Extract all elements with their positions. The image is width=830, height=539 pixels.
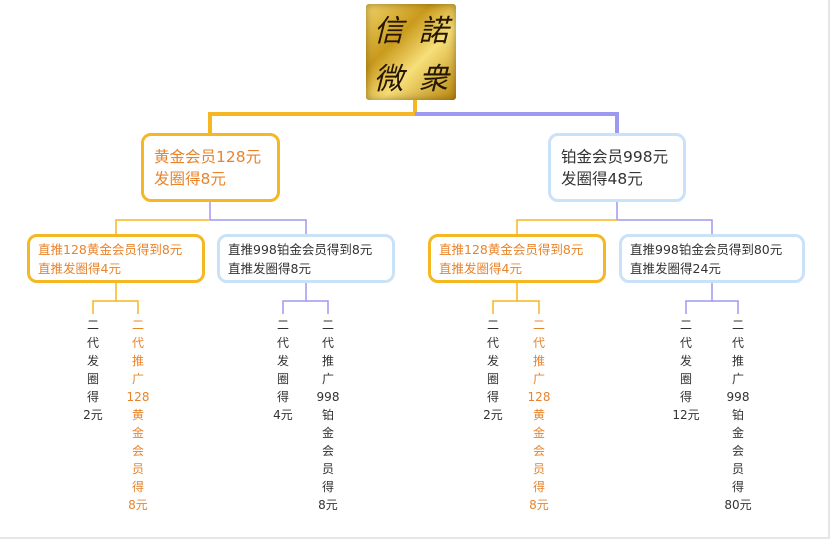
node-line: 发圈得48元: [561, 169, 643, 188]
leaf-second-gen-promo: 二 代 推 广 128 黄 金 会 员 得 8元: [126, 318, 150, 512]
logo-char: 微: [373, 62, 404, 97]
node-line: 直推发圈得24元: [630, 260, 721, 276]
node-line: 直推998铂金会员得到80元: [630, 241, 783, 257]
leaf-second-gen-share: 二 代 发 圈 得 2元: [483, 318, 503, 422]
connector-root-right: [415, 112, 619, 133]
node-line: 发圈得8元: [154, 169, 226, 188]
connector-right-blue: [617, 219, 713, 234]
leaf-second-gen-promo: 二 代 推 广 998 铂 金 会 员 得 80元: [724, 318, 752, 512]
connector-leaf-a: [92, 283, 117, 314]
node-right-direct-gold: 直推128黄金会员得到8元 直推发圈得4元: [428, 234, 606, 283]
node-line: 直推发圈得4元: [38, 260, 121, 276]
leaf-second-gen-promo: 二 代 推 广 998 铂 金 会 员 得 8元: [316, 318, 340, 512]
connector-leaf-g: [685, 283, 713, 314]
node-line: 直推128黄金会员得到8元: [439, 241, 584, 257]
node-line: 直推998铂金会员得到8元: [228, 241, 373, 257]
brand-logo-seal: 信 諾 微 衆: [366, 4, 456, 100]
connector-left-blue: [210, 219, 307, 234]
node-line: 铂金会员998元: [561, 147, 669, 166]
connector-leaf-c: [282, 283, 307, 314]
logo-char: 諾: [418, 14, 449, 49]
leaf-second-gen-share: 二 代 发 圈 得 4元: [273, 318, 293, 422]
connector-leaf-f: [517, 300, 540, 314]
node-line: 直推发圈得4元: [439, 260, 522, 276]
node-left-direct-platinum: 直推998铂金会员得到8元 直推发圈得8元: [217, 234, 395, 283]
node-platinum-member: 铂金会员998元 发圈得48元: [548, 133, 686, 202]
node-left-direct-gold: 直推128黄金会员得到8元 直推发圈得4元: [27, 234, 205, 283]
connector-right-gold: [516, 219, 617, 234]
node-right-direct-platinum: 直推998铂金会员得到80元 直推发圈得24元: [619, 234, 805, 283]
connector-left-gold: [115, 219, 210, 234]
leaf-second-gen-promo: 二 代 推 广 128 黄 金 会 员 得 8元: [527, 318, 551, 512]
connector-leaf-e: [492, 283, 518, 314]
connector-root-left: [208, 100, 417, 133]
connector-leaf-b: [116, 300, 139, 314]
logo-char: 信: [373, 14, 404, 49]
connector-leaf-h: [712, 300, 739, 314]
node-line: 直推128黄金会员得到8元: [38, 241, 183, 257]
logo-char: 衆: [418, 62, 449, 97]
node-line: 黄金会员128元: [154, 147, 262, 166]
connector-leaf-d: [306, 300, 329, 314]
node-line: 直推发圈得8元: [228, 260, 311, 276]
leaf-second-gen-share: 二 代 发 圈 得 12元: [672, 318, 700, 422]
leaf-second-gen-share: 二 代 发 圈 得 2元: [83, 318, 103, 422]
node-gold-member: 黄金会员128元 发圈得8元: [141, 133, 280, 202]
